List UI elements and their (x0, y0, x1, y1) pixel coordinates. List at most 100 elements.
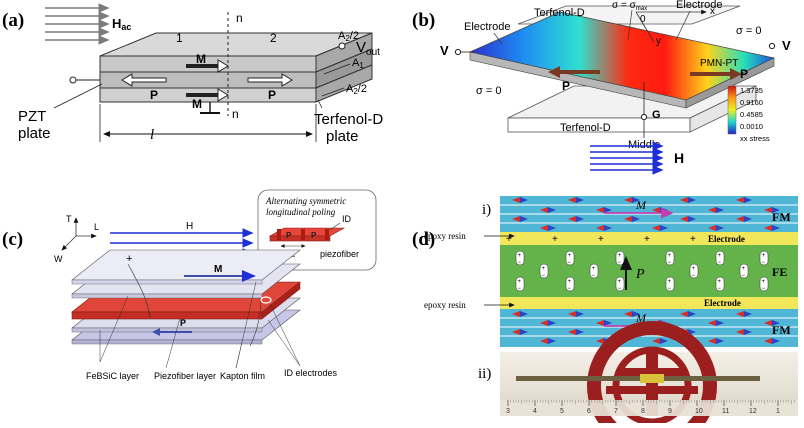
ruler-tick-label: 11 (722, 408, 729, 415)
panel-d-electrode-top-label: Electrode (708, 234, 745, 244)
panel-b-zero: 0 (640, 14, 646, 25)
fm-domain-icon (652, 338, 668, 344)
fe-dipole-icon: +− (715, 276, 725, 292)
electrode-plus-sign: + (690, 234, 696, 245)
panel-b-ground-label: G (652, 109, 661, 121)
panel-d-fm-bottom-label: FM (772, 323, 791, 337)
panel-c-feb-label: FeBSiC layer (86, 371, 139, 381)
fm-domain-icon (596, 320, 612, 326)
svg-text:+: + (718, 279, 722, 285)
panel-d-fm-top-label: FM (772, 210, 791, 224)
panel-b-v-left: V (440, 43, 449, 58)
svg-text:−: − (762, 286, 766, 292)
panel-d-mag-top-label: M (635, 198, 647, 212)
fm-domain-icon (540, 338, 556, 344)
ruler-tick-label: 3 (506, 408, 510, 415)
electrode-plus-sign: + (506, 234, 512, 245)
svg-text:+: + (668, 279, 672, 285)
panel-a-vout-label: Vout (356, 39, 380, 58)
panel-a-vout-terminal (338, 42, 346, 50)
panel-b-legend-value-2: 0.9160 (740, 98, 763, 107)
panel-d-electrode-bottom (500, 297, 798, 309)
svg-text:+: + (568, 279, 572, 285)
svg-text:+: + (568, 253, 572, 259)
panel-b-y-axis: y (656, 36, 661, 47)
svg-text:−: − (762, 260, 766, 266)
svg-text:+: + (762, 279, 766, 285)
svg-text:+: + (742, 266, 746, 272)
panel-c-inset-id: ID (342, 214, 352, 224)
fm-domain-icon (568, 216, 584, 222)
fe-dipole-icon: +− (589, 263, 599, 279)
svg-text:+: + (692, 266, 696, 272)
fm-domain-icon (680, 311, 696, 317)
panel-a-n-bottom: n (232, 107, 239, 121)
panel-a-a2-bottom: A2/2 (346, 83, 367, 96)
panel-b-pmn-label: PMN-PT (700, 58, 738, 69)
panel-a-terfenol-line1: Terfenol-D (314, 111, 383, 128)
panel-c-piezo-layer-label: Piezofiber layer (154, 371, 216, 381)
fm-domain-icon (512, 329, 528, 335)
panel-d-fe-label: FE (772, 265, 787, 279)
svg-text:−: − (618, 260, 622, 266)
panel-a-terfenol-line2: plate (326, 128, 359, 145)
svg-text:−: − (518, 286, 522, 292)
ruler-tick-label: 9 (668, 408, 672, 415)
svg-text:+: + (542, 266, 546, 272)
fm-domain-icon (596, 225, 612, 231)
fm-domain-icon (708, 225, 724, 231)
fe-dipole-icon: +− (565, 276, 575, 292)
svg-text:+: + (718, 253, 722, 259)
fm-domain-icon (512, 216, 528, 222)
panel-a-pzt-line1: PZT (18, 108, 46, 125)
fm-domain-icon (568, 311, 584, 317)
panel-a-label: (a) (2, 10, 24, 31)
panel-b-v-right-terminal (768, 42, 776, 50)
fm-domain-icon (708, 207, 724, 213)
fe-dipole-icon: +− (665, 250, 675, 266)
svg-text:+: + (592, 266, 596, 272)
svg-text:−: − (692, 273, 696, 279)
panel-a-field-arrows (45, 3, 110, 45)
panel-b-v-left-terminal (454, 48, 462, 56)
fm-domain-icon (708, 320, 724, 326)
fm-domain-icon (624, 216, 640, 222)
fm-domain-icon (736, 329, 752, 335)
panel-a-pol-right-arrow (247, 73, 293, 87)
panel-a-laminate (99, 12, 373, 116)
panel-d-sub-ii: ii) (478, 366, 491, 382)
electrode-plus-sign: + (598, 234, 604, 245)
panel-a: (a) Hac 1 2 n n M (2, 3, 383, 145)
panel-c-inset-p2: P (311, 231, 317, 240)
fm-domain-icon (764, 225, 780, 231)
panel-d-pol-label: P (635, 267, 645, 282)
electrode-plus-sign: + (552, 234, 558, 245)
ruler-tick-label: 1 (776, 408, 780, 415)
panel-b-electrode-left: Electrode (464, 21, 510, 33)
fm-domain-icon (680, 216, 696, 222)
fe-dipole-icon: +− (715, 250, 725, 266)
panel-b-field-label: H (674, 150, 684, 166)
svg-text:−: − (592, 273, 596, 279)
svg-text:+: + (518, 279, 522, 285)
fe-dipole-icon: +− (615, 250, 625, 266)
panel-a-ground-symbol (200, 102, 220, 114)
fm-domain-icon (540, 207, 556, 213)
panel-b-terfenol-top: Terfenol-D (534, 7, 585, 19)
panel-b: (b) x y 0 Electrode Terfenol-D σ = σmax … (412, 0, 791, 175)
fm-domain-icon (512, 311, 528, 317)
fe-dipole-icon: +− (565, 250, 575, 266)
panel-c-axis-l: L (94, 222, 99, 232)
panel-b-legend-caption: xx stress (740, 134, 770, 143)
ruler-tick-label: 12 (749, 408, 757, 415)
panel-b-ground-terminal (640, 113, 648, 121)
panel-a-field-label: Hac (112, 16, 131, 32)
panel-d-fm-top-domains (512, 197, 780, 231)
svg-text:−: − (568, 286, 572, 292)
fm-domain-icon (680, 197, 696, 203)
fm-domain-icon (764, 320, 780, 326)
panel-c-axis-w: W (54, 254, 63, 264)
fm-domain-icon (568, 197, 584, 203)
fe-dipole-icon: +− (739, 263, 749, 279)
